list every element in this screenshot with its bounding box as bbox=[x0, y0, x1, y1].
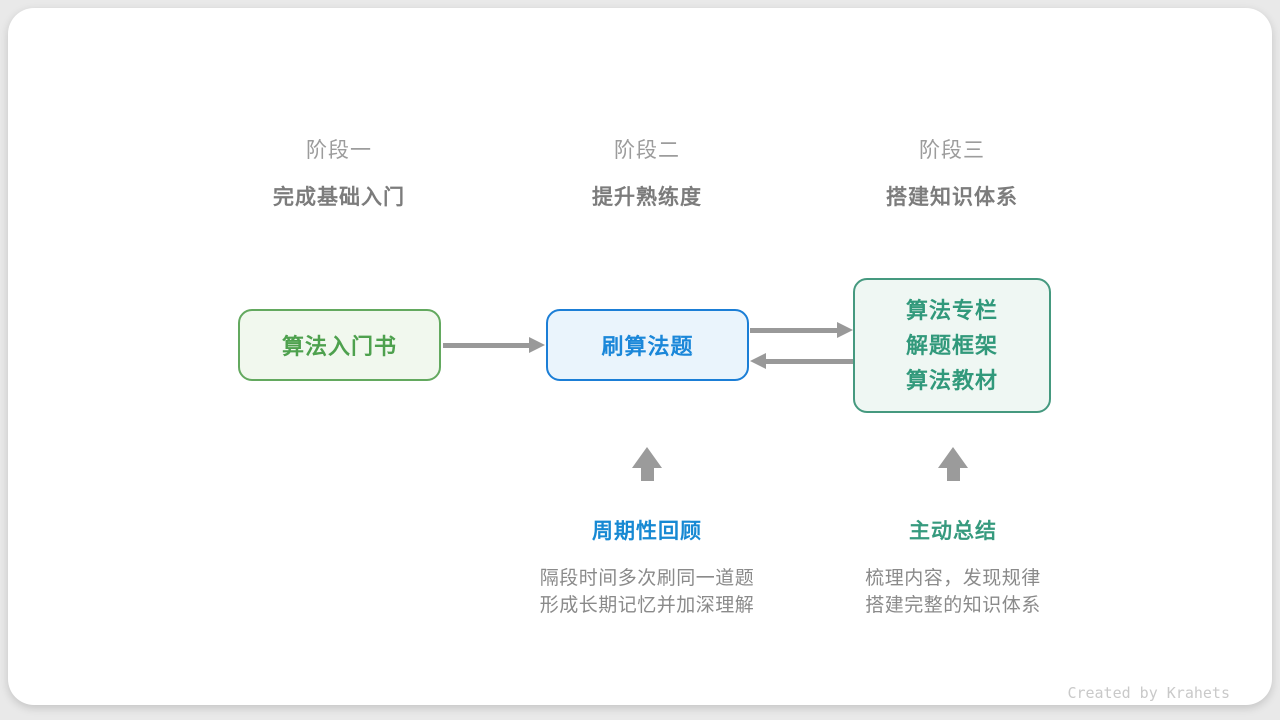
up-arrow-summary-icon bbox=[938, 447, 968, 481]
periodic-review-title: 周期性回顾 bbox=[592, 520, 702, 543]
stage-2-header: 阶段二 提升熟练度 bbox=[497, 138, 797, 210]
active-summary-line-2: 搭建完整的知识体系 bbox=[865, 595, 1041, 616]
intro-book-box: 算法入门书 bbox=[238, 309, 441, 381]
stage-1-header: 阶段一 完成基础入门 bbox=[189, 138, 489, 210]
diagram-card: 阶段一 完成基础入门 阶段二 提升熟练度 阶段三 搭建知识体系 算法入门书 刷算… bbox=[8, 8, 1272, 705]
practice-label: 刷算法题 bbox=[601, 334, 694, 359]
arrow-practice-to-knowledge-icon bbox=[750, 322, 853, 338]
stage-3-title: 搭建知识体系 bbox=[886, 186, 1018, 209]
practice-box: 刷算法题 bbox=[546, 309, 749, 381]
periodic-review-line-2: 形成长期记忆并加深理解 bbox=[539, 595, 755, 616]
knowledge-line-3: 算法教材 bbox=[905, 368, 998, 393]
stage-1-title: 完成基础入门 bbox=[273, 186, 405, 209]
arrow-intro-to-practice-icon bbox=[443, 337, 545, 353]
knowledge-line-1: 算法专栏 bbox=[905, 298, 998, 323]
intro-book-label: 算法入门书 bbox=[281, 334, 397, 359]
stage-3-label: 阶段三 bbox=[919, 139, 985, 162]
arrow-knowledge-to-practice-icon bbox=[750, 353, 853, 369]
periodic-review-line-1: 隔段时间多次刷同一道题 bbox=[539, 568, 755, 589]
stage-2-label: 阶段二 bbox=[614, 139, 680, 162]
stage-2-title: 提升熟练度 bbox=[592, 186, 702, 209]
active-summary-annotation: 主动总结 梳理内容，发现规律 搭建完整的知识体系 bbox=[803, 519, 1103, 619]
active-summary-line-1: 梳理内容，发现规律 bbox=[865, 568, 1041, 589]
active-summary-title: 主动总结 bbox=[909, 520, 997, 543]
stage-3-header: 阶段三 搭建知识体系 bbox=[802, 138, 1102, 210]
credit-text: Created by Krahets bbox=[1067, 684, 1230, 702]
up-arrow-review-icon bbox=[632, 447, 662, 481]
stage-1-label: 阶段一 bbox=[306, 139, 372, 162]
knowledge-box: 算法专栏 解题框架 算法教材 bbox=[853, 278, 1051, 413]
periodic-review-annotation: 周期性回顾 隔段时间多次刷同一道题 形成长期记忆并加深理解 bbox=[497, 519, 797, 619]
knowledge-line-2: 解题框架 bbox=[905, 333, 998, 358]
